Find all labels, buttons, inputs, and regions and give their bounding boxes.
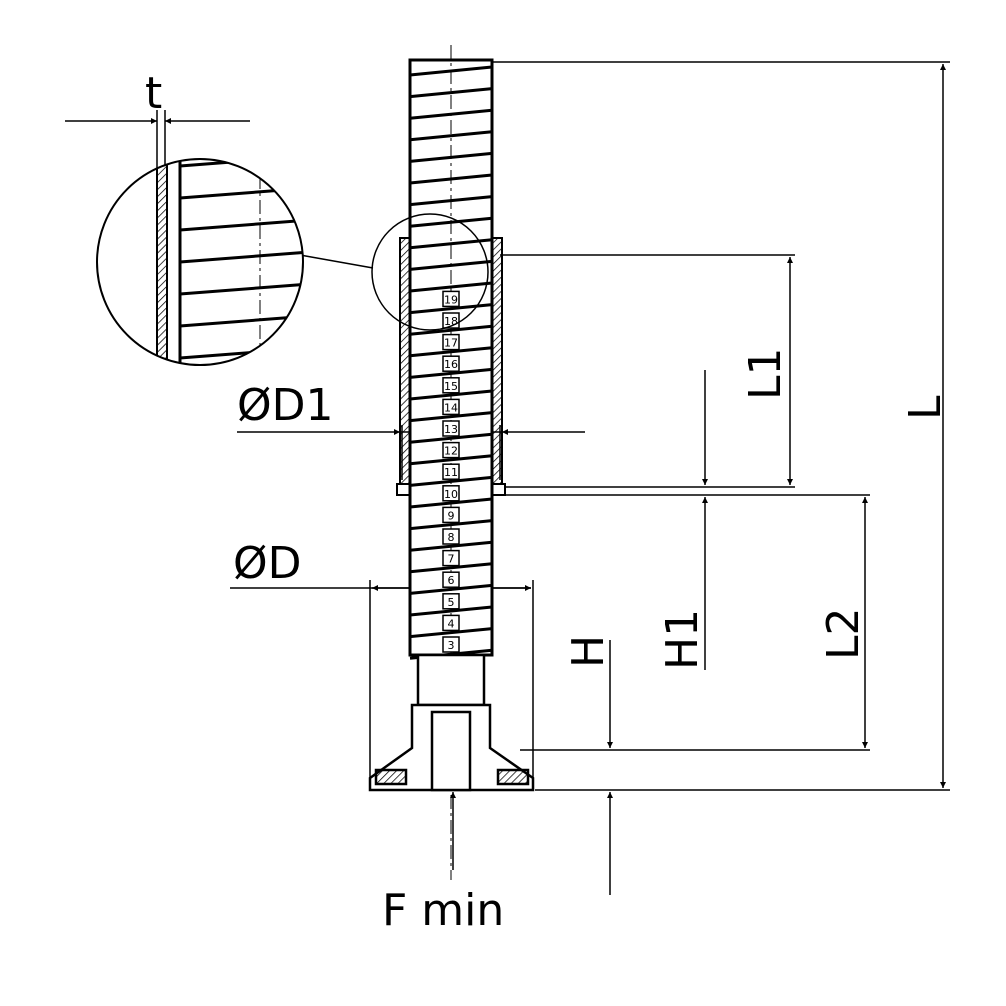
scale-mark: 19 <box>444 293 458 306</box>
scale-mark: 8 <box>448 531 455 544</box>
label-d1: ØD1 <box>237 380 334 431</box>
scale-mark-box <box>442 549 460 567</box>
scale-mark: 6 <box>448 574 455 587</box>
scale-mark: 12 <box>444 445 458 458</box>
scale-mark-box <box>442 398 460 416</box>
thread-ridge <box>409 87 493 99</box>
scale-mark: 17 <box>444 337 458 350</box>
label-fmin: F min <box>382 885 504 936</box>
scale-mark-box <box>442 614 460 632</box>
thread-ridge <box>409 411 493 423</box>
scale-mark-box <box>442 528 460 545</box>
scale-mark: 4 <box>448 617 455 630</box>
scale-mark-box <box>442 571 460 588</box>
scale-mark-box <box>442 377 460 394</box>
scale-mark: 14 <box>444 401 458 414</box>
scale-mark-box <box>442 333 460 351</box>
scale-mark-box <box>442 290 460 308</box>
scale-mark-box <box>442 441 460 459</box>
thread-ridge <box>409 130 493 142</box>
detail-thread-ridge <box>179 218 303 232</box>
scale-mark-box <box>442 420 460 437</box>
thread-ridge <box>409 281 493 293</box>
label-l2: L2 <box>818 607 869 660</box>
scale-mark-box <box>442 593 460 610</box>
thread-ridge <box>409 238 493 250</box>
label-t: t <box>145 68 162 119</box>
extension-lines <box>369 61 950 791</box>
thread-ridge <box>409 605 493 617</box>
thread-ridge <box>409 454 493 466</box>
label-h: H <box>563 635 614 668</box>
label-l: L <box>900 395 951 420</box>
scale-mark-box <box>442 485 460 502</box>
scale-mark-box <box>442 463 460 480</box>
scale-mark: 9 <box>448 509 455 522</box>
scale-mark-box <box>442 506 460 524</box>
scale-mark: 5 <box>448 596 455 609</box>
detail-thread-ridge <box>179 250 303 264</box>
scale-mark: 7 <box>448 553 455 566</box>
label-d: ØD <box>233 538 302 589</box>
scale-mark-box <box>442 636 460 653</box>
scale-mark: 13 <box>444 423 458 436</box>
scale-mark: 15 <box>444 380 458 393</box>
scale-mark: 10 <box>444 488 458 501</box>
scale-mark: 16 <box>444 358 458 371</box>
scale-mark-box <box>442 355 460 372</box>
dimension-labels: t ØD1 ØD F min L L1 L2 H1 H <box>145 68 951 936</box>
detail-thread-ridge <box>179 282 303 296</box>
detail-view <box>96 158 489 366</box>
label-l1: L1 <box>740 347 791 400</box>
scale-mark: 3 <box>448 639 455 652</box>
thread-ridge <box>409 562 493 574</box>
scale-mark: 11 <box>444 466 458 479</box>
base-foot <box>368 653 535 792</box>
label-h1: H1 <box>657 609 708 670</box>
